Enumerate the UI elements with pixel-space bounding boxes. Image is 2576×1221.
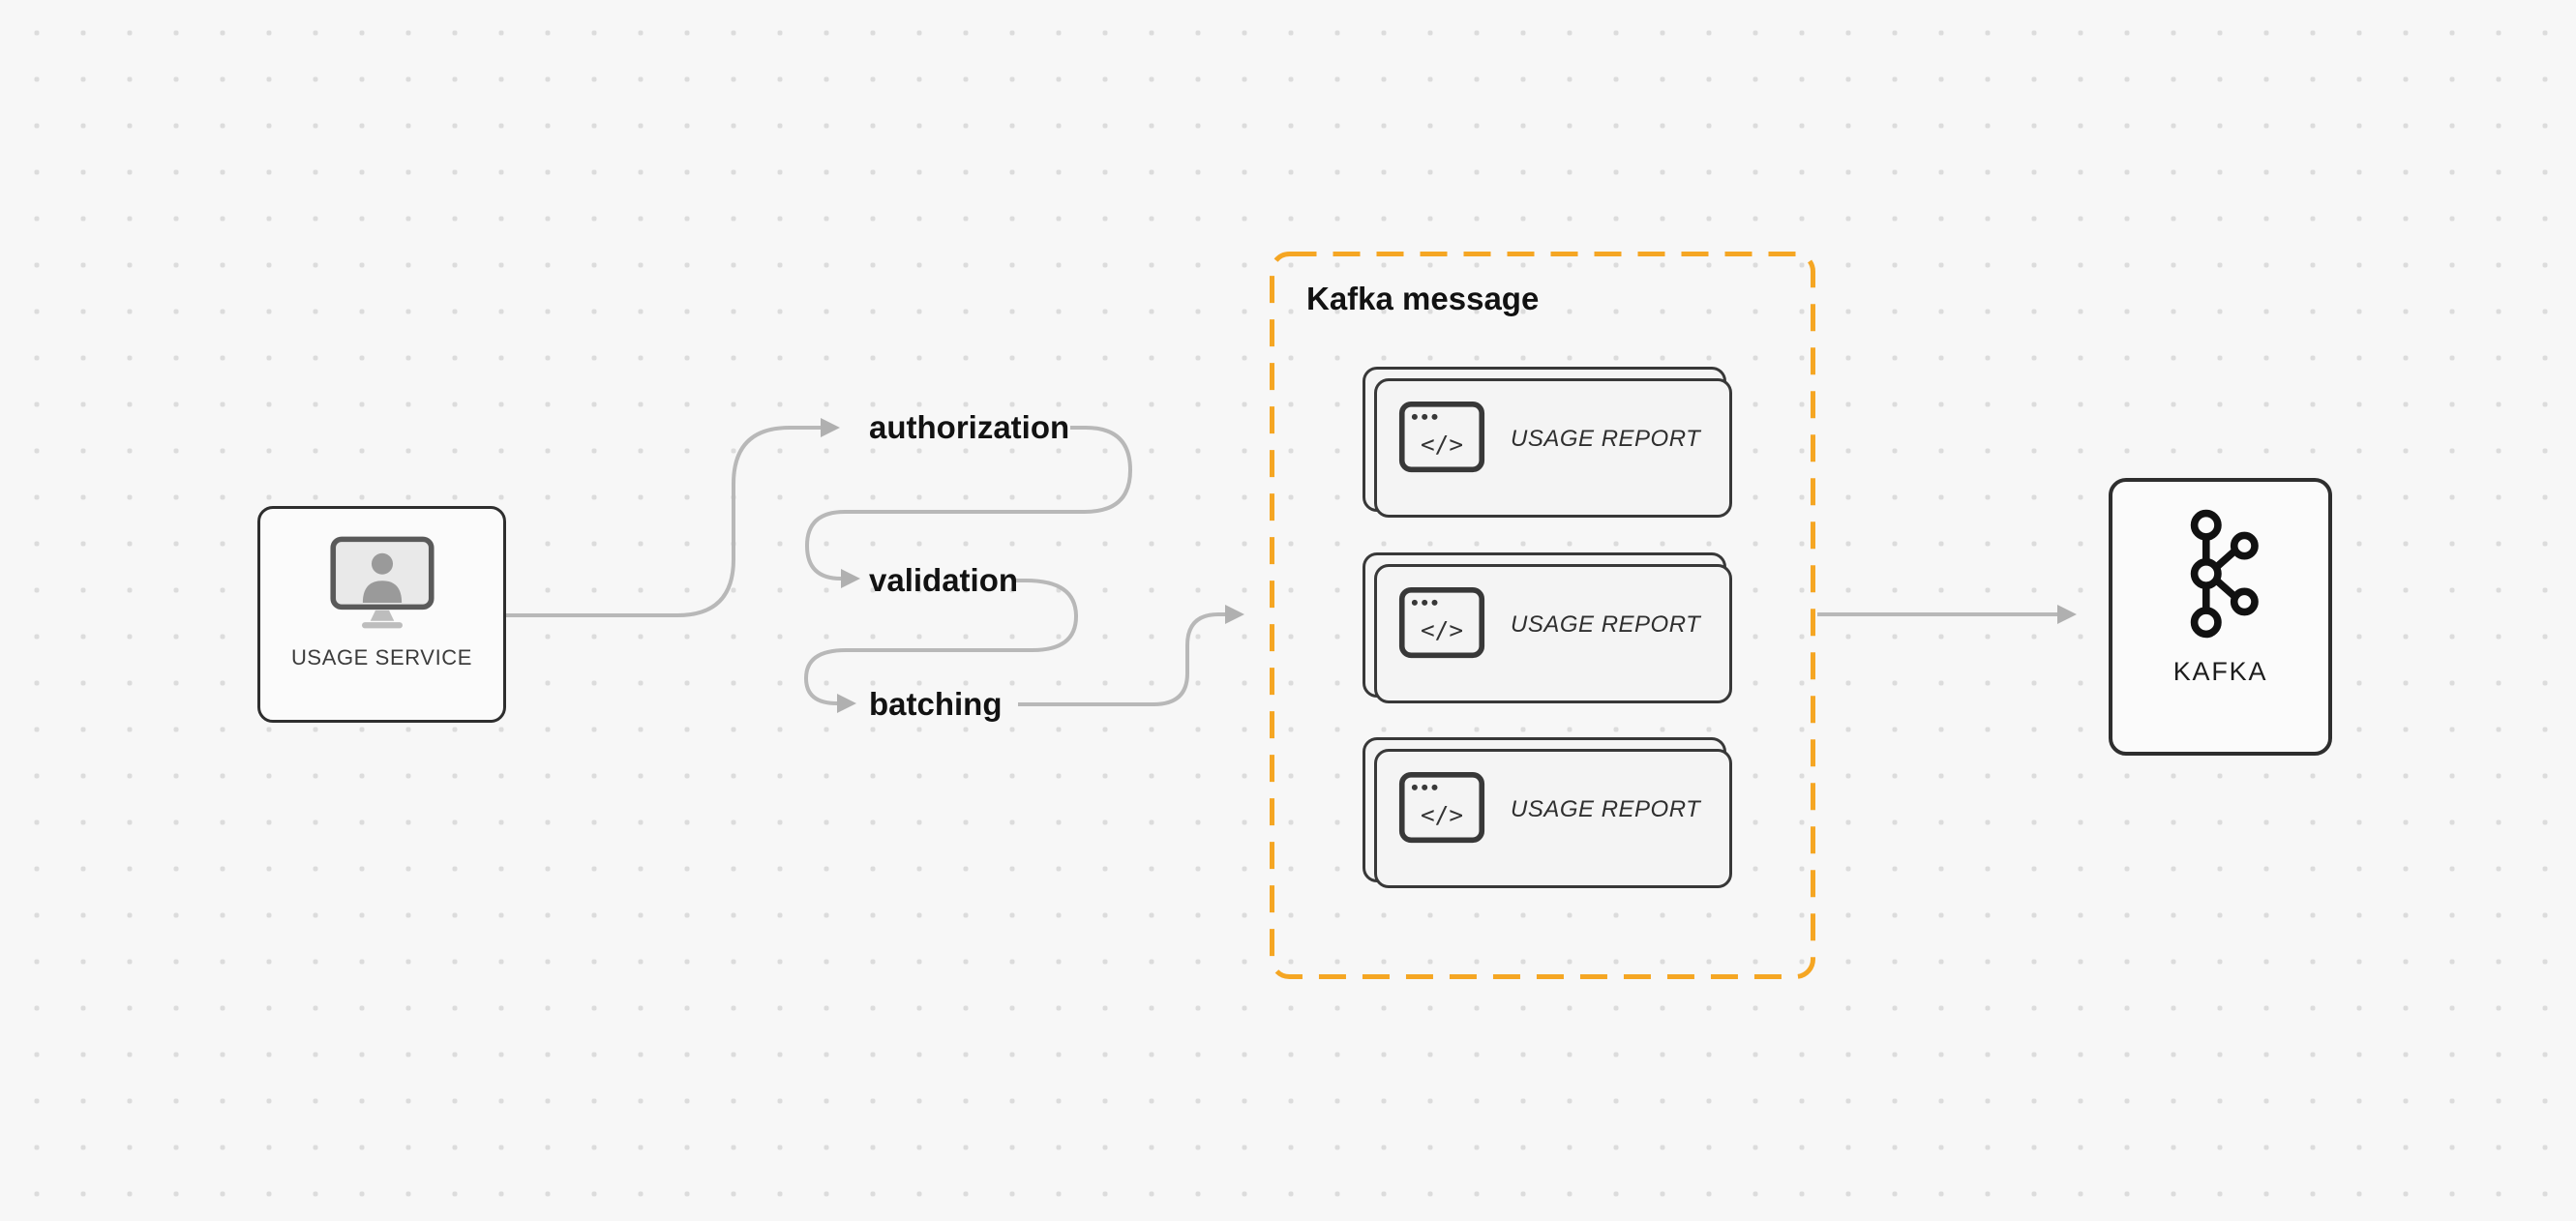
kafka-label: KAFKA: [2172, 657, 2268, 686]
connector-batching-to-kafka-message: [1018, 605, 1244, 706]
kafka-message-group-border: [1270, 252, 1815, 979]
kafka-message-group: Kafka message </> USAGE REPORT: [1270, 252, 1815, 979]
usage-report-label: USAGE REPORT: [1511, 611, 1701, 638]
kafka-node: KAFKA: [2109, 478, 2332, 756]
connector-validation-to-batching: [804, 579, 1078, 713]
code-window-icon: </>: [1398, 586, 1485, 664]
kafka-message-title: Kafka message: [1306, 281, 1540, 316]
usage-service-label: USAGE SERVICE: [290, 645, 473, 670]
monitor-user-icon: [328, 534, 436, 636]
usage-report-card: </> USAGE REPORT: [1363, 367, 1732, 518]
usage-report-label: USAGE REPORT: [1511, 426, 1701, 452]
usage-report-card: </> USAGE REPORT: [1363, 552, 1732, 703]
code-window-icon: </>: [1398, 771, 1485, 849]
svg-text:</>: </>: [1421, 800, 1463, 828]
step-label-authorization: authorization: [869, 409, 1070, 445]
usage-report-card: </> USAGE REPORT: [1363, 737, 1732, 888]
code-window-icon: </>: [1398, 401, 1485, 478]
connector-authorization-to-validation: [805, 426, 1132, 588]
kafka-logo-icon: [2176, 509, 2265, 643]
svg-text:</>: </>: [1421, 430, 1463, 458]
step-label-batching: batching: [869, 686, 1003, 722]
usage-service-node: USAGE SERVICE: [257, 506, 506, 723]
svg-text:</>: </>: [1421, 615, 1463, 643]
connector-usage-service-to-authorization: [506, 418, 840, 617]
usage-report-label: USAGE REPORT: [1511, 796, 1701, 822]
step-label-validation: validation: [869, 562, 1019, 598]
